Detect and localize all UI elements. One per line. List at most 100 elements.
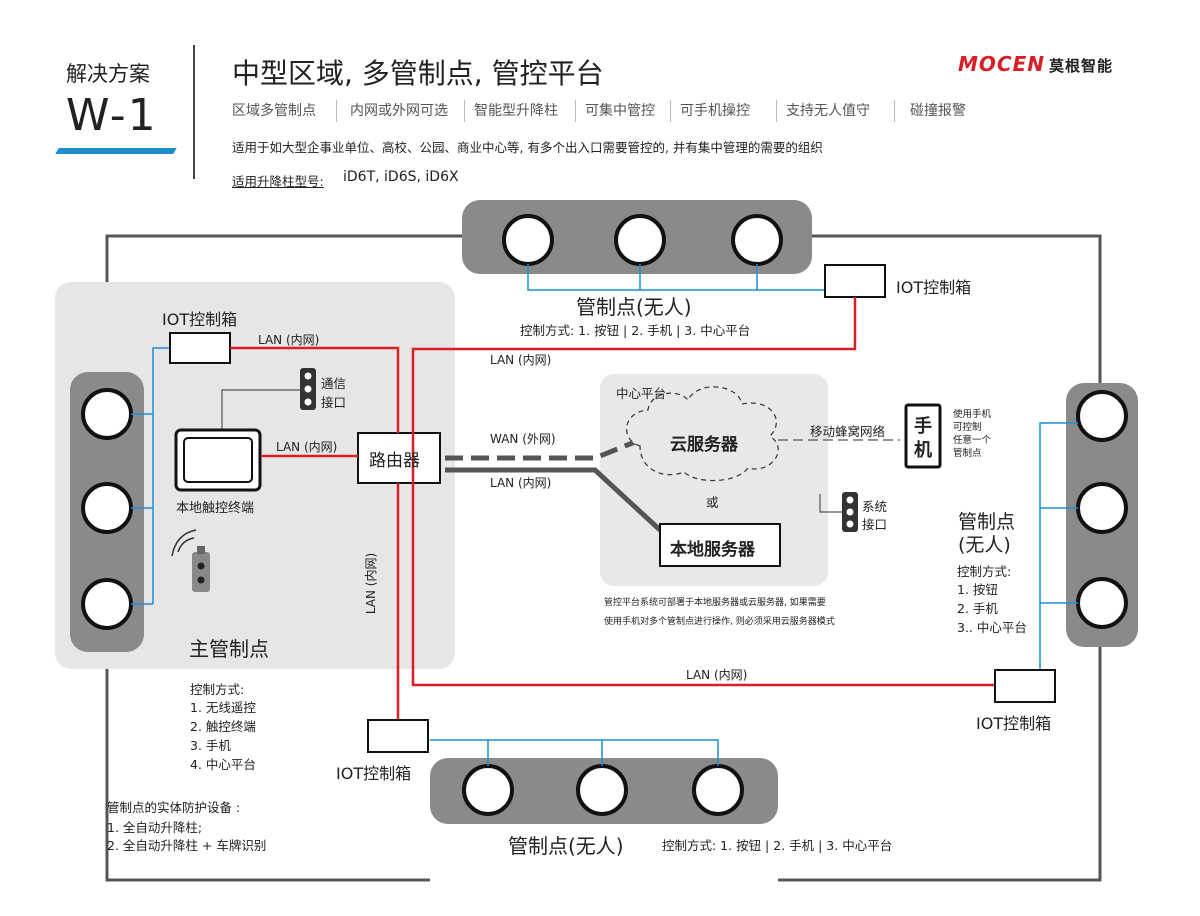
feature-tag: 区域多管制点	[232, 103, 316, 119]
main-control-item: 2. 触控终端	[190, 719, 256, 734]
phone-label-1: 手	[914, 416, 932, 437]
bottom-bollards	[462, 764, 744, 816]
or-label: 或	[706, 495, 719, 510]
bollard	[692, 764, 744, 816]
bollard	[614, 214, 666, 266]
feature-tag: 碰撞报警	[910, 103, 966, 119]
local-server-box	[659, 523, 781, 567]
solution-code: W-1	[66, 90, 158, 141]
protection-item: 1. 全自动升降柱;	[107, 820, 203, 835]
main-control-item: 3. 手机	[190, 738, 231, 753]
mobile-network-label: 移动蜂窝网络	[810, 424, 886, 439]
lan-label-terminal: LAN (内网)	[276, 440, 338, 454]
right-point-title-1: 管制点	[958, 511, 1016, 533]
brand-logo-text: MOCEN	[958, 52, 1045, 76]
sys-wire	[819, 494, 842, 513]
cloud-label: 云服务器	[670, 435, 738, 455]
right-point-title-2: (无人)	[958, 534, 1011, 556]
bollard	[81, 482, 133, 534]
lan-label-main: LAN (内网)	[258, 333, 320, 347]
top-point-control: 控制方式: 1. 按钮 | 2. 手机 | 3. 中心平台	[520, 323, 751, 338]
feature-tag: 智能型升降柱	[474, 103, 558, 119]
phone-note: 任意一个	[953, 435, 992, 446]
protection-title: 管制点的实体防护设备 :	[107, 800, 241, 815]
top-bollards	[502, 214, 783, 266]
bollard	[502, 214, 554, 266]
comm-label-1: 通信	[321, 376, 347, 391]
lan-wires	[230, 297, 995, 720]
main-iot-label: IOT控制箱	[162, 310, 238, 329]
central-note-2: 使用手机对多个管制点进行操作, 则必须采用云服务器模式	[604, 617, 835, 627]
central-note-1: 管控平台系统可部署于本地服务器或云服务器, 如果需要	[604, 598, 826, 608]
top-blue-bus	[527, 264, 825, 291]
feature-sep	[670, 100, 671, 122]
code-underline	[55, 148, 177, 154]
cloud-shape	[625, 386, 779, 482]
models-value: iD6T, iD6S, iD6X	[343, 169, 459, 185]
bottom-blue-bus	[430, 739, 719, 766]
central-title: 中心平台	[616, 386, 667, 401]
right-iot-box	[994, 669, 1056, 703]
right-control-item: 2. 手机	[957, 601, 998, 616]
section-label: 解决方案	[66, 62, 150, 86]
feature-tag: 可集中管控	[585, 103, 655, 119]
phone-note: 使用手机	[953, 409, 992, 420]
left-blue-bus	[131, 347, 170, 605]
top-iot-box	[824, 264, 886, 298]
main-control-title: 控制方式:	[190, 682, 245, 697]
models-label: 适用升降柱型号:	[232, 174, 324, 189]
bollard	[731, 214, 783, 266]
router-label: 路由器	[369, 451, 420, 471]
feature-tag: 可手机操控	[680, 103, 750, 119]
bollard	[462, 764, 514, 816]
feature-sep	[776, 100, 777, 122]
right-blue-bus	[1039, 422, 1078, 670]
right-control-item: 1. 按钮	[957, 582, 998, 597]
phone-note: 可控制	[953, 422, 982, 433]
bollard	[81, 388, 133, 440]
feature-tag: 内网或外网可选	[350, 103, 448, 119]
top-iot-label: IOT控制箱	[896, 278, 972, 297]
bollard	[1076, 577, 1128, 629]
page-title: 中型区域, 多管制点, 管控平台	[232, 57, 604, 90]
feature-sep	[464, 100, 465, 122]
bottom-iot-label: IOT控制箱	[336, 764, 412, 783]
wan-link	[445, 437, 641, 461]
bottom-point-control: 控制方式: 1. 按钮 | 2. 手机 | 3. 中心平台	[662, 838, 893, 853]
feature-sep	[894, 100, 895, 122]
sys-label-2: 接口	[862, 517, 888, 532]
terminal-label: 本地触控终端	[176, 501, 255, 516]
bollard	[1076, 390, 1128, 442]
local-server-label: 本地服务器	[670, 540, 755, 560]
touch-terminal	[174, 428, 262, 492]
main-iot-box	[169, 332, 231, 364]
feature-sep	[336, 100, 337, 122]
protection-item: 2. 全自动升降柱 + 车牌识别	[107, 838, 267, 853]
main-point-title: 主管制点	[189, 637, 269, 661]
bottom-point-title: 管制点(无人)	[508, 834, 624, 858]
right-bollards	[1076, 390, 1128, 629]
main-control-item: 4. 中心平台	[190, 757, 256, 772]
wan-label: WAN (外网)	[490, 432, 556, 446]
right-control-item: 3.. 中心平台	[957, 620, 1027, 635]
lan-label-top: LAN (内网)	[490, 353, 552, 367]
comm-wire	[221, 389, 300, 430]
feature-tag: 支持无人值守	[786, 103, 870, 119]
main-control-item: 1. 无线遥控	[190, 700, 256, 715]
left-bollards	[81, 388, 133, 630]
comm-label-2: 接口	[321, 395, 347, 410]
phone-box	[904, 403, 942, 469]
phone-label-2: 机	[914, 440, 932, 461]
header-divider	[193, 45, 195, 179]
brand-cn-name: 莫根智能	[1048, 57, 1113, 75]
right-iot-label: IOT控制箱	[976, 714, 1052, 733]
sys-label-1: 系统	[862, 499, 888, 514]
feature-sep	[575, 100, 576, 122]
right-control-title: 控制方式:	[957, 564, 1012, 579]
local-lan-link	[445, 467, 662, 532]
lan-label-bottom: LAN (内网)	[686, 668, 748, 682]
phone-note: 管制点	[953, 448, 982, 459]
bollard	[576, 764, 628, 816]
